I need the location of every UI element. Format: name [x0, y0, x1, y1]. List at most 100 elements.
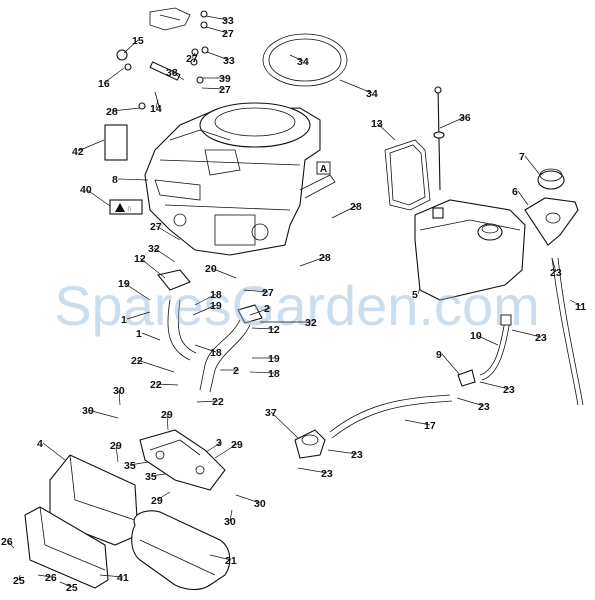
leader-line-c-30a — [118, 389, 121, 406]
leader-line-c-8 — [117, 178, 149, 181]
callout-21: 21 — [225, 555, 237, 567]
callout-18: 18 — [268, 368, 280, 380]
leader-line-c-29b — [115, 444, 119, 463]
leader-line-c-21 — [209, 554, 232, 561]
leader-line-c-34b — [339, 79, 373, 94]
callout-22: 22 — [131, 355, 143, 367]
callout-29: 29 — [161, 409, 173, 421]
leader-line-c-18b — [194, 344, 217, 353]
callout-28: 28 — [350, 201, 362, 213]
callout-15: 15 — [132, 35, 144, 47]
leader-line-c-27a — [205, 26, 229, 34]
leader-line-c-33a — [205, 15, 229, 21]
leader-line-c-26b — [37, 574, 52, 578]
callout-40: 40 — [80, 184, 92, 196]
callout-4: 4 — [37, 438, 43, 450]
callout-27: 27 — [219, 84, 231, 96]
leader-line-c-40 — [85, 188, 111, 207]
leader-line-c-42 — [77, 139, 105, 152]
bolts — [116, 46, 209, 111]
leader-line-c-23a — [551, 257, 557, 273]
tank-strap — [384, 139, 431, 211]
watermark: SparesGarden.com — [54, 274, 540, 337]
gasket-ring — [262, 33, 348, 87]
leader-line-c-29c — [214, 443, 238, 459]
callout-19: 19 — [268, 353, 280, 365]
callout-27: 27 — [222, 28, 234, 40]
leader-line-c-23e — [327, 449, 358, 455]
leader-line-c-28b — [331, 205, 357, 219]
callout-32: 32 — [148, 243, 160, 255]
leader-line-c-23b — [511, 329, 542, 338]
svg-text:ᚢ: ᚢ — [128, 206, 132, 213]
callout-23: 23 — [351, 449, 363, 461]
leader-line-c-1 — [126, 311, 151, 320]
callout-29: 29 — [110, 440, 122, 452]
leader-line-c-28a — [111, 107, 141, 112]
fuel-hose-11 — [551, 257, 584, 406]
callout-19: 19 — [118, 278, 130, 290]
callout-6: 6 — [512, 186, 518, 198]
callout-41: 41 — [117, 572, 129, 584]
callout-35: 35 — [124, 460, 136, 472]
leader-line-c-22b — [155, 383, 179, 386]
callout-29: 29 — [231, 439, 243, 451]
dipstick — [433, 86, 445, 191]
callout-12: 12 — [268, 324, 280, 336]
callout-26: 26 — [45, 572, 57, 584]
leader-line-c-26a — [6, 540, 15, 549]
callout-25: 25 — [66, 582, 78, 594]
callout-33: 33 — [223, 55, 235, 67]
callout-30: 30 — [113, 385, 125, 397]
leader-line-c-18c — [249, 371, 275, 374]
muffler — [131, 510, 231, 591]
callout-5: 5 — [412, 289, 418, 301]
leader-line-c-37 — [270, 411, 299, 439]
callout-30: 30 — [254, 498, 266, 510]
callout-39: 39 — [219, 73, 231, 85]
callout-9: 9 — [436, 349, 442, 361]
heat-shield — [49, 454, 139, 546]
callout-18: 18 — [210, 289, 222, 301]
leader-line-c-19b — [192, 304, 217, 316]
leader-line-c-23d — [456, 397, 485, 407]
callout-8: 8 — [112, 174, 118, 186]
callout-20: 20 — [205, 263, 217, 275]
callout-22: 22 — [212, 396, 224, 408]
leader-line-c-30c — [235, 494, 261, 504]
callout-30: 30 — [224, 516, 236, 528]
callout-23: 23 — [503, 384, 515, 396]
exhaust-manifold — [139, 429, 226, 491]
callout-42: 42 — [72, 146, 84, 158]
leader-line-c-2a — [249, 307, 271, 316]
leader-line-c-34a — [289, 54, 304, 62]
leader-line-c-16 — [103, 67, 125, 84]
leader-line-c-22c — [196, 400, 219, 403]
callout-32: 32 — [305, 317, 317, 329]
leader-line-c-4 — [42, 442, 66, 461]
callout-18: 18 — [210, 347, 222, 359]
leader-line-c-18a — [194, 293, 217, 306]
callout-23: 23 — [478, 401, 490, 413]
leader-line-c-3 — [205, 441, 223, 453]
leader-line-c-27b — [191, 52, 196, 59]
leader-line-c-30b — [87, 409, 119, 419]
leader-line-c-28c — [299, 256, 326, 267]
callout-7: 7 — [519, 151, 525, 163]
callout-38: 38 — [166, 67, 178, 79]
callout-19: 19 — [210, 300, 222, 312]
leader-line-c-25b — [59, 581, 73, 588]
leader-line-c-11 — [569, 299, 582, 307]
callout-2: 2 — [264, 303, 270, 315]
leader-line-c-10 — [475, 334, 499, 346]
callout-30: 30 — [82, 405, 94, 417]
callout-16: 16 — [98, 78, 110, 90]
leader-line-c-32a — [153, 247, 176, 263]
leader-line-c-41 — [99, 574, 124, 578]
callout-27: 27 — [186, 53, 198, 65]
callout-2: 2 — [233, 365, 239, 377]
leader-line-c-7 — [524, 155, 541, 176]
leader-line-c-12a — [139, 257, 166, 279]
leader-line-c-29a — [166, 413, 169, 431]
